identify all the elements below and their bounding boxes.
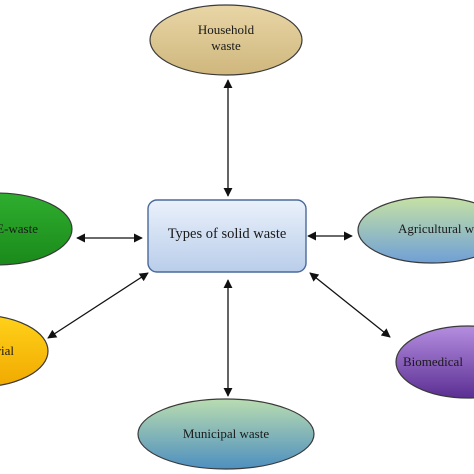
arrow-center-biomedical bbox=[309, 272, 391, 338]
node-agricultural-label: Agricultural waste bbox=[398, 221, 474, 236]
node-electronic-label: E-waste bbox=[0, 221, 38, 236]
node-agricultural: Agricultural waste bbox=[357, 196, 474, 264]
node-municipal-label: Municipal waste bbox=[183, 426, 270, 441]
node-household: Household waste bbox=[149, 4, 303, 76]
node-biomedical: Biomedical bbox=[395, 325, 474, 399]
center-label: Types of solid waste bbox=[168, 226, 287, 242]
node-biomedical-label: Biomedical bbox=[403, 354, 463, 369]
node-municipal: Municipal waste bbox=[137, 398, 315, 470]
node-industrial-label: Industrial bbox=[0, 343, 14, 358]
node-household-label-line-2: waste bbox=[211, 38, 241, 53]
arrow-center-industrial bbox=[47, 272, 149, 339]
node-industrial: Industrial bbox=[0, 316, 49, 386]
node-electronic: E-waste bbox=[0, 192, 73, 266]
node-household-label-line-1: Household bbox=[198, 22, 255, 37]
center-node: Types of solid waste bbox=[147, 199, 307, 273]
